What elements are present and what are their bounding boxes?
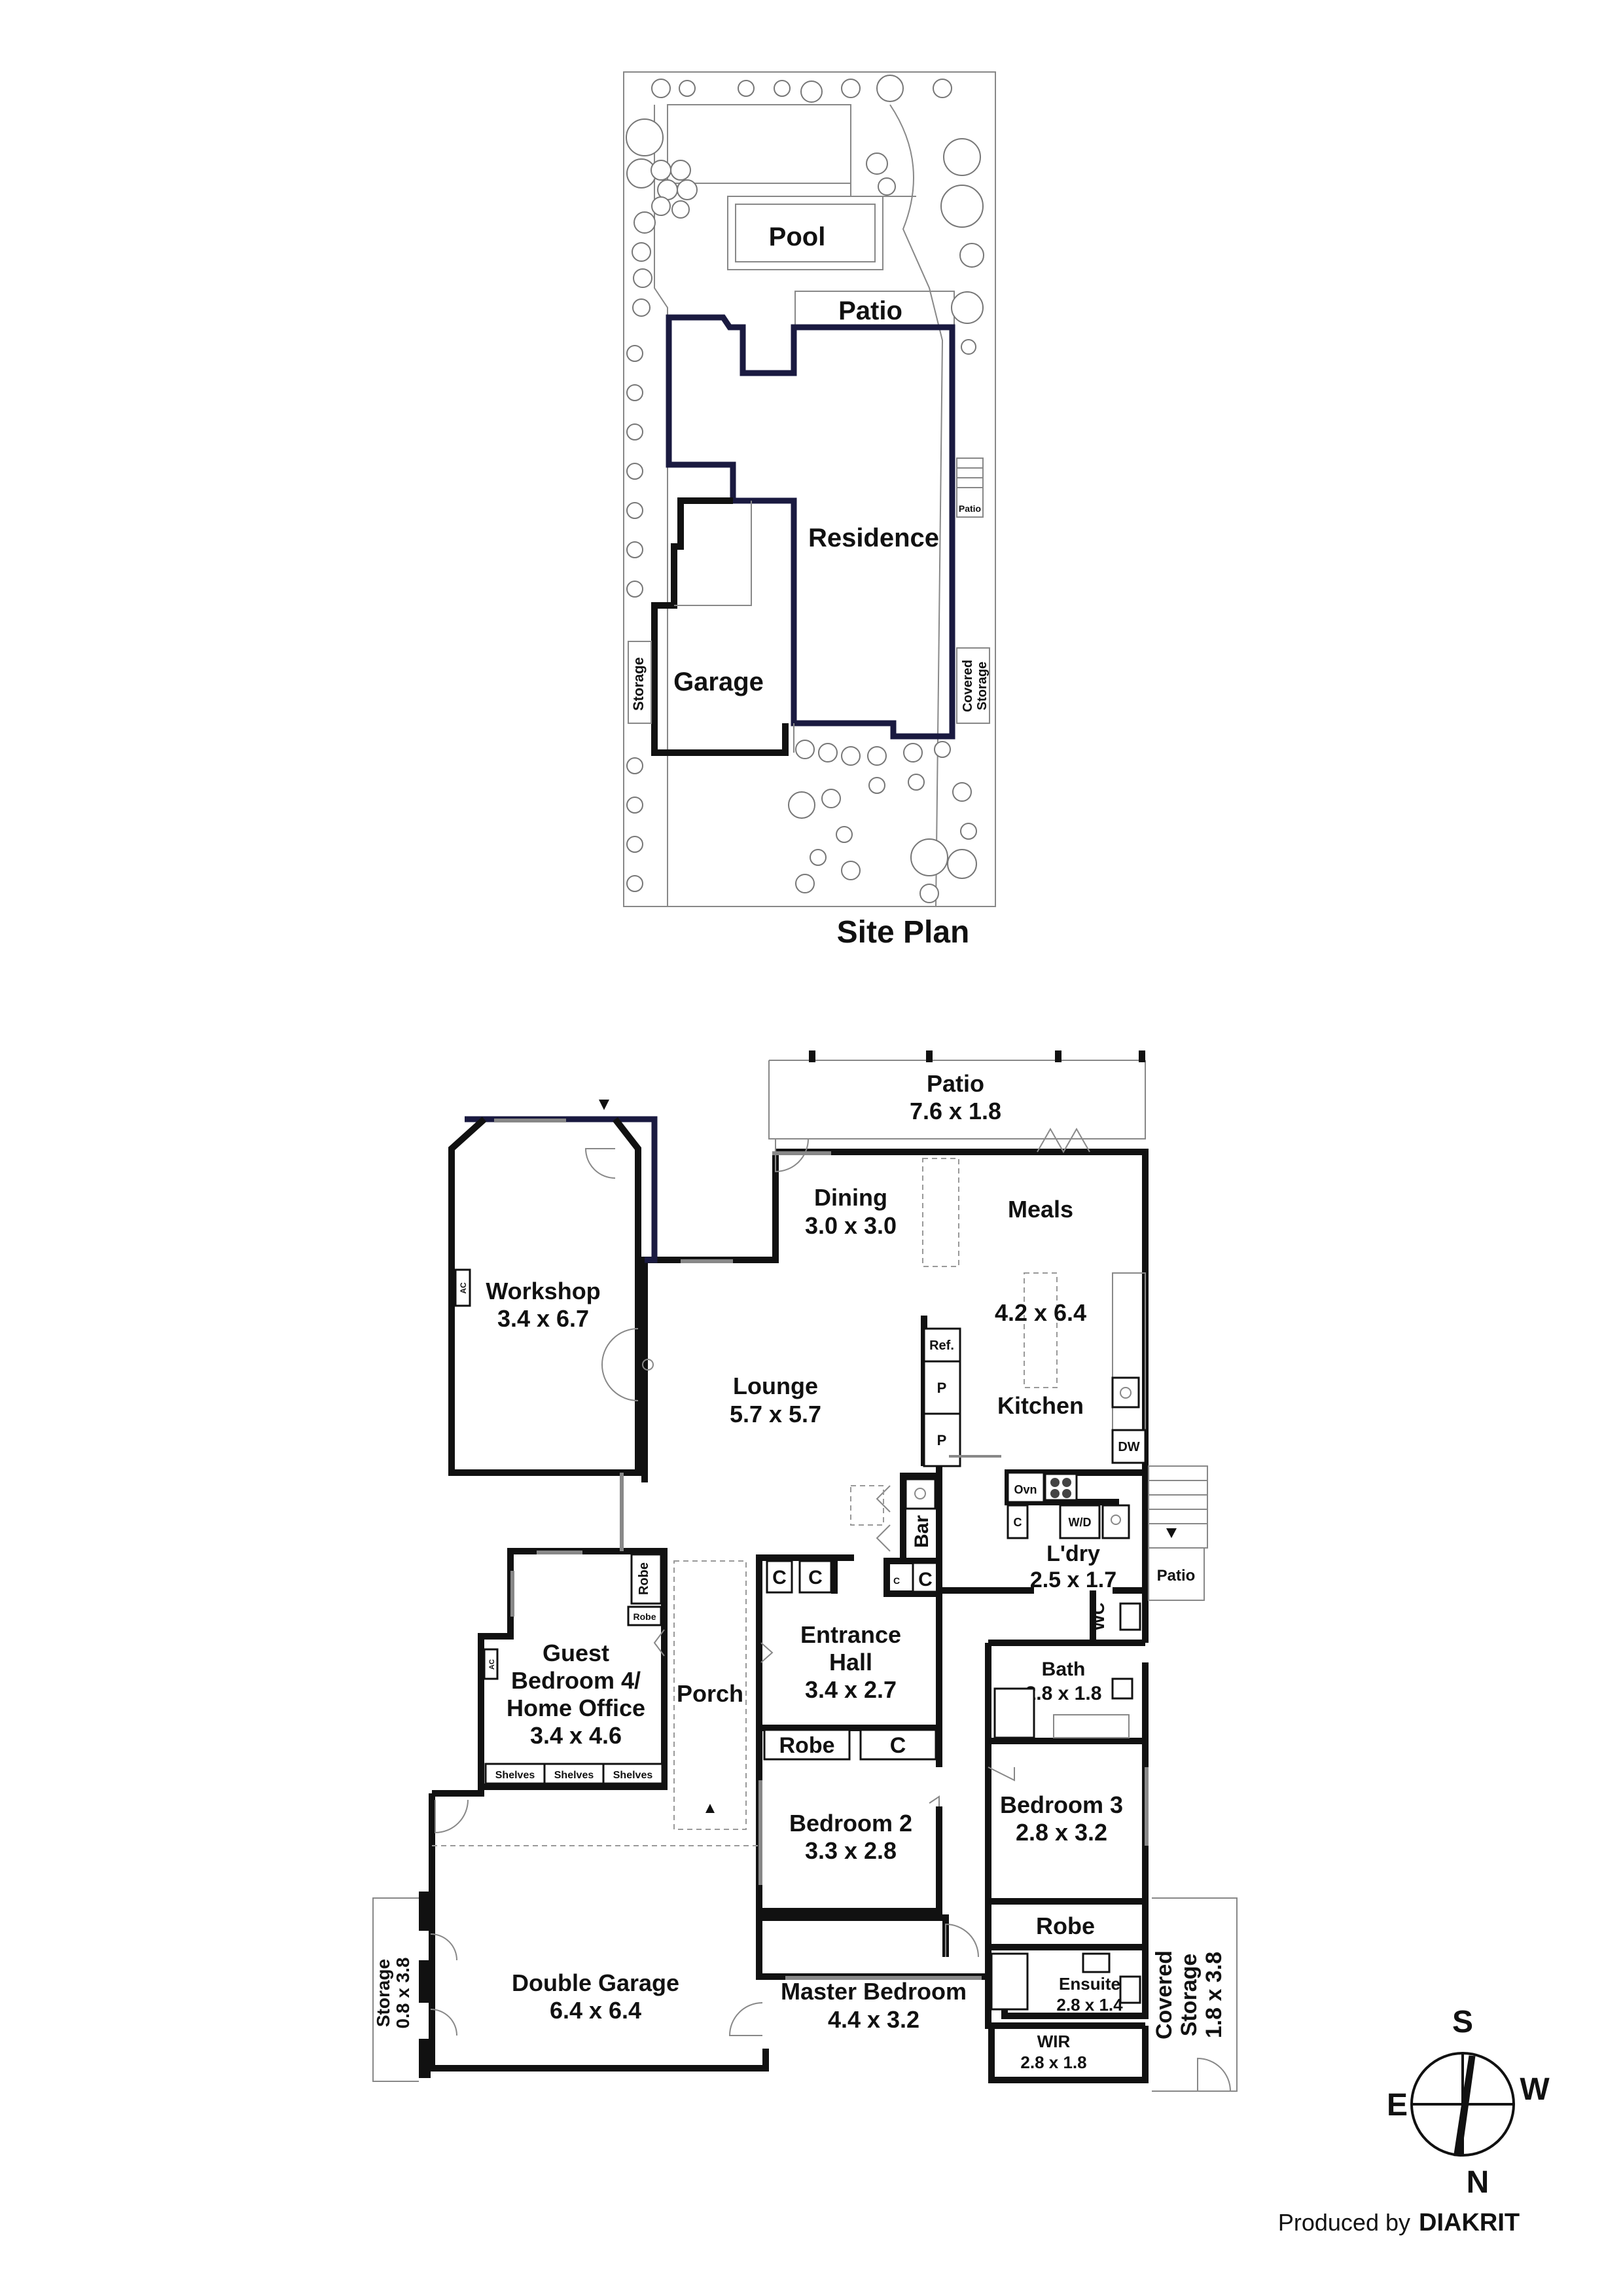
fixture-robe-guest-1: Robe (637, 1562, 651, 1595)
room-porch-name: Porch (677, 1680, 743, 1707)
fixture-cupboard-hall-3: C (890, 1733, 906, 1758)
room-porch-outline (673, 1560, 747, 1830)
credit: Produced by DIAKRIT (1278, 2209, 1520, 2236)
room-ensuite-name: Ensuite (1059, 1974, 1120, 1994)
fixture-cupboard-small: C (893, 1575, 900, 1586)
fixture-dishwasher: DW (1118, 1440, 1139, 1454)
room-lounge-name: Lounge (733, 1372, 818, 1399)
fixture-pantry-2: P (937, 1432, 947, 1448)
room-bath-name: Bath (1042, 1659, 1086, 1680)
room-dining-name: Dining (814, 1184, 887, 1211)
fixture-robe-bedroom3: Robe (1036, 1912, 1095, 1939)
site-plan: Pool Patio Residence Garage Storage Cove… (623, 71, 996, 950)
room-wir-size: 2.8 x 1.8 (1020, 2053, 1086, 2072)
room-covered-storage-name2: Storage (1177, 1954, 1202, 2037)
room-ensuite-size: 2.8 x 1.4 (1056, 1995, 1123, 2015)
site-pool-label: Pool (769, 223, 826, 251)
credit-prefix: Produced by (1278, 2209, 1410, 2236)
room-master-bedroom-size: 4.4 x 3.2 (828, 2006, 919, 2033)
room-storage-size: 0.8 x 3.8 (393, 1958, 413, 2029)
room-kitchen-size: 4.2 x 6.4 (995, 1299, 1086, 1326)
room-double-garage-name: Double Garage (512, 1969, 679, 1996)
site-garage-outline (651, 497, 789, 756)
compass: S N E W (1387, 2005, 1550, 2200)
site-pool (727, 196, 883, 270)
fixture-cupboard-hall-2: C (808, 1567, 823, 1588)
site-residence-label: Residence (808, 524, 939, 552)
fixture-ref: Ref. (929, 1338, 954, 1353)
room-bedroom2-name: Bedroom 2 (789, 1810, 912, 1837)
fixture-shelves-2: Shelves (554, 1770, 594, 1781)
room-meals-name: Meals (1008, 1196, 1073, 1223)
main-floor-plan: Patio 7.6 x 1.8 Workshop 3.4 x 6.7 AC Di… (372, 1050, 1238, 2092)
fixture-robe-guest-2: Robe (633, 1611, 656, 1622)
fixture-oven: Ovn (1014, 1483, 1037, 1496)
fixture-ac-guest: AC (488, 1659, 496, 1670)
room-bedroom3-size: 2.8 x 3.2 (1016, 1819, 1107, 1846)
credit-brand: DIAKRIT (1419, 2209, 1520, 2236)
room-patio-size: 7.6 x 1.8 (910, 1098, 1001, 1124)
room-double-garage-size: 6.4 x 6.4 (550, 1997, 641, 2024)
fixture-shelves-3: Shelves (613, 1770, 653, 1781)
room-wir-name: WIR (1037, 2032, 1071, 2051)
fixture-wc: WC (1088, 1602, 1108, 1631)
room-guest-bedroom-line1: Guest (543, 1640, 609, 1666)
site-vegetation (626, 75, 984, 903)
site-plan-title: Site Plan (837, 915, 970, 950)
room-patio-name: Patio (927, 1070, 984, 1097)
fixture-bar: Bar (911, 1515, 933, 1548)
site-patio-label: Patio (838, 296, 902, 325)
fixture-cupboard-laundry: C (1014, 1516, 1022, 1529)
room-workshop-size: 3.4 x 6.7 (497, 1305, 589, 1332)
room-workshop-name: Workshop (486, 1278, 600, 1304)
room-workshop-outline (448, 1117, 641, 1476)
room-patio-outline (768, 1060, 1146, 1139)
room-entrance-hall-size: 3.4 x 2.7 (805, 1676, 897, 1703)
site-storage-label: Storage (630, 657, 647, 711)
room-guest-bedroom-line2: Bedroom 4/ (511, 1667, 641, 1694)
fixture-shelves-1: Shelves (495, 1770, 535, 1781)
room-dining-size: 3.0 x 3.0 (805, 1212, 897, 1239)
room-lounge-size: 5.7 x 5.7 (730, 1401, 821, 1427)
room-guest-bedroom-line3: Home Office (507, 1695, 645, 1721)
room-kitchen-name: Kitchen (997, 1392, 1084, 1419)
compass-east: E (1387, 2088, 1408, 2123)
compass-needle (1454, 2055, 1476, 2157)
room-laundry-size: 2.5 x 1.7 (1030, 1568, 1116, 1592)
room-bedroom3-name: Bedroom 3 (1000, 1791, 1123, 1818)
room-entrance-hall-line1: Entrance (800, 1621, 901, 1648)
room-master-bedroom-name: Master Bedroom (781, 1978, 967, 2005)
compass-west: W (1520, 2072, 1550, 2107)
site-side-patio-label: Patio (959, 503, 981, 514)
room-bedroom2-size: 3.3 x 2.8 (805, 1837, 897, 1864)
site-covered-storage-label-1: Covered (961, 660, 975, 712)
site-garage-label: Garage (673, 668, 764, 696)
room-laundry-name: L'dry (1046, 1541, 1100, 1566)
fixture-ac-workshop: AC (459, 1282, 468, 1294)
room-entrance-hall-line2: Hall (829, 1649, 872, 1676)
room-bath-size: 2.8 x 1.8 (1026, 1683, 1102, 1704)
room-guest-bedroom-size: 3.4 x 4.6 (530, 1722, 622, 1749)
fixture-robe-hall: Robe (779, 1733, 835, 1758)
room-side-patio-name: Patio (1157, 1567, 1196, 1585)
fixture-pantry-1: P (937, 1380, 947, 1396)
site-covered-storage-label-2: Storage (975, 662, 990, 710)
fixture-cupboard-bar: C (918, 1569, 933, 1590)
site-boundary (623, 71, 996, 907)
room-covered-storage-name: Covered (1152, 1950, 1177, 2039)
compass-north: N (1467, 2165, 1489, 2200)
fixture-cupboard-hall-1: C (772, 1567, 787, 1588)
room-double-garage-outline (429, 1800, 769, 2072)
compass-south: S (1452, 2005, 1473, 2039)
room-covered-storage-size: 1.8 x 3.8 (1202, 1952, 1226, 2038)
site-residence-outline (666, 314, 955, 740)
fixture-washer-dryer: W/D (1069, 1516, 1092, 1529)
room-storage-name: Storage (373, 1959, 393, 2027)
